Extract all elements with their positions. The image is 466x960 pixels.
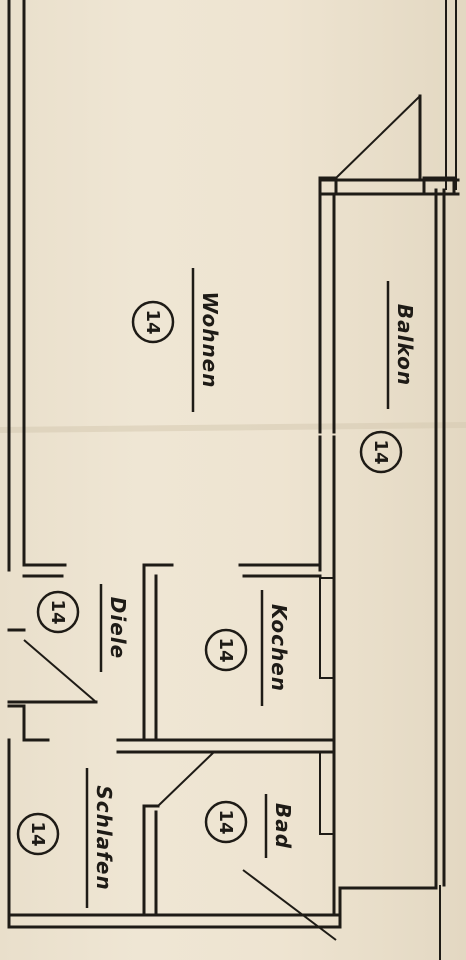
room-label-wohnen: Wohnen xyxy=(198,292,222,389)
code-label-balkon: 14 xyxy=(370,439,391,464)
paper-fold xyxy=(0,422,466,433)
code-label-bad: 14 xyxy=(215,809,236,834)
code-circle-kochen xyxy=(204,628,248,672)
code-circle-balkon xyxy=(359,430,403,474)
room-label-schlafen: Schlafen xyxy=(92,785,116,890)
room-diele: Diele xyxy=(99,584,130,672)
code-circle-schlafen xyxy=(16,812,60,856)
room-label-bad: Bad xyxy=(271,803,295,849)
room-code-diele: 14 xyxy=(36,590,80,634)
door-swing-bad xyxy=(157,751,215,807)
code-circle-bad xyxy=(204,800,248,844)
room-code-schlafen: 14 xyxy=(16,812,60,856)
room-code-balkon: 14 xyxy=(359,430,403,474)
window-bad xyxy=(319,751,335,835)
code-circle-wohnen xyxy=(131,300,175,344)
pencil-mark xyxy=(242,869,337,941)
room-kochen: Kochen xyxy=(260,590,291,706)
door-swing-entrance xyxy=(23,639,97,703)
room-code-wohnen: 14 xyxy=(131,300,175,344)
pillar xyxy=(318,176,338,196)
room-code-kochen: 14 xyxy=(204,628,248,672)
code-label-kochen: 14 xyxy=(215,637,236,662)
room-label-diele: Diele xyxy=(106,597,130,659)
window-kochen xyxy=(319,577,335,679)
room-bad: Bad xyxy=(264,794,295,858)
code-label-diele: 14 xyxy=(47,599,68,624)
code-label-schlafen: 14 xyxy=(27,821,48,846)
pillar-right xyxy=(422,176,456,196)
room-label-kochen: Kochen xyxy=(267,604,291,692)
door-swing-balkon xyxy=(335,95,421,179)
room-balkon: Balkon xyxy=(386,281,417,409)
room-label-balkon: Balkon xyxy=(393,304,417,386)
room-wohnen: Wohnen xyxy=(191,268,222,412)
room-schlafen: Schlafen xyxy=(85,768,116,908)
room-code-bad: 14 xyxy=(204,800,248,844)
code-circle-diele xyxy=(36,590,80,634)
code-label-wohnen: 14 xyxy=(142,309,163,334)
